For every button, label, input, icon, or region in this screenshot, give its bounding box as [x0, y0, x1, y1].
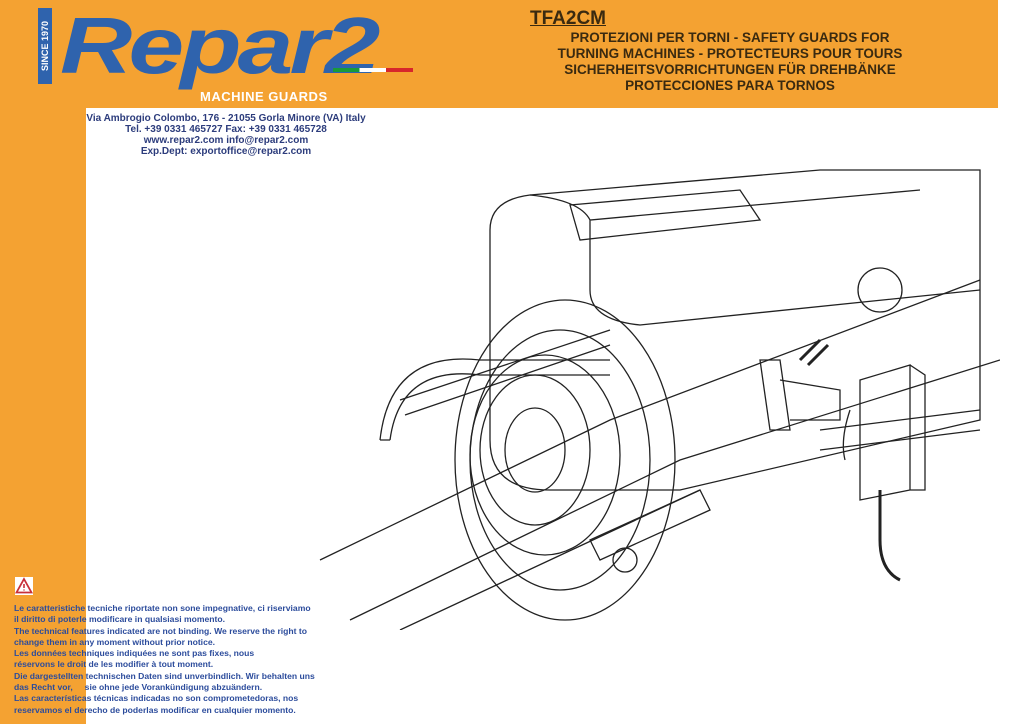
title-line: PROTEZIONI PER TORNI - SAFETY GUARDS FOR	[570, 30, 890, 45]
lathe-guard-drawing	[319, 169, 1000, 630]
disclaimer-line: Le caratteristiche tecniche riportate no…	[14, 603, 311, 613]
italian-flag-stripe	[333, 68, 413, 72]
product-title: TFA2CM PROTEZIONI PER TORNI - SAFETY GUA…	[530, 8, 930, 94]
disclaimer-line: il diritto di poterle modificare in qual…	[14, 614, 226, 625]
product-code: TFA2CM	[530, 8, 606, 29]
disclaimer-line: reservamos el derecho de poderlas modifi…	[14, 704, 296, 715]
company-address: Via Ambrogio Colombo, 176 - 21055 Gorla …	[86, 113, 366, 157]
left-orange-strip	[0, 0, 86, 724]
since-badge: SINCE 1970	[38, 8, 52, 84]
disclaimer-line: Las características técnicas indicadas n…	[14, 693, 299, 704]
disclaimer-text: Le caratteristiche tecniche riportate no…	[14, 603, 315, 716]
title-line: TURNING MACHINES - PROTECTEURS POUR TOUR…	[557, 46, 903, 61]
since-text: SINCE 1970	[40, 20, 50, 72]
address-line: Via Ambrogio Colombo, 176 - 21055 Gorla …	[86, 113, 366, 124]
repar2-logo: SINCE 1970 Repar2	[36, 6, 416, 86]
warning-icon	[14, 577, 34, 595]
disclaimer-line: change them in any moment without prior …	[14, 636, 216, 647]
brand-wordmark: Repar2	[60, 1, 380, 90]
disclaimer-line: das Recht vor, sie ohne jede Vorankündig…	[14, 682, 263, 693]
tagline: MACHINE GUARDS	[200, 89, 328, 104]
title-line: SICHERHEITSVORRICHTUNGEN FÜR DREHBÄNKE	[564, 62, 896, 77]
disclaimer-line: Les données techniques indiquées ne sont…	[14, 648, 255, 659]
disclaimer-line: Die dargestellten technischen Daten sind…	[14, 670, 315, 681]
header-banner: SINCE 1970 Repar2 MACHINE GUARDS TFA2CM …	[0, 0, 998, 108]
disclaimer-line: réservons le droit de les modifier à tou…	[14, 659, 214, 670]
disclaimer-line: The technical features indicated are not…	[14, 625, 308, 636]
title-line: PROTECCIONES PARA TORNOS	[625, 78, 835, 93]
phone-line: Tel. +39 0331 465727 Fax: +39 0331 46572…	[125, 124, 327, 135]
export-email-line: Exp.Dept: exportoffice@repar2.com	[140, 146, 312, 157]
web-email-line: www.repar2.com info@repar2.com	[143, 135, 309, 146]
